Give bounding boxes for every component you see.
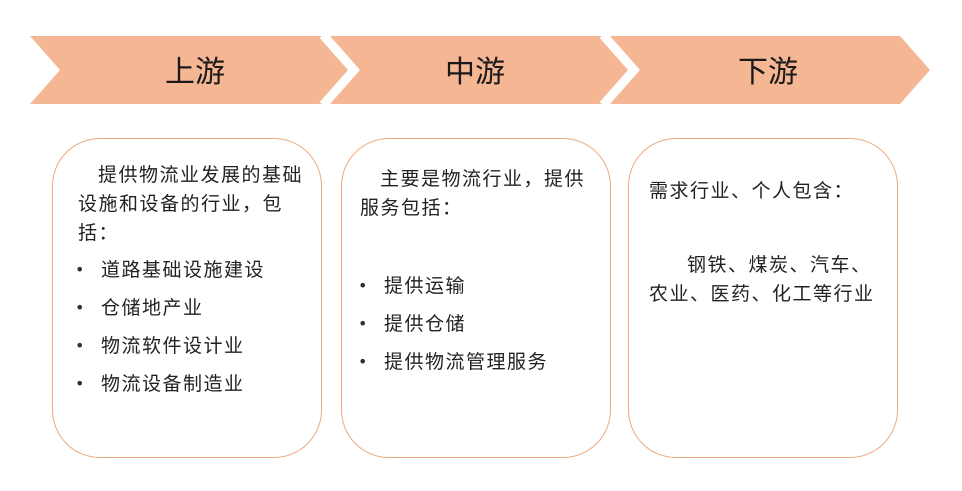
list-item: 物流软件设计业: [75, 327, 315, 365]
list-item: 仓储地产业: [75, 289, 315, 327]
downstream-intro: 需求行业、个人包含：: [649, 180, 855, 202]
upstream-chevron: [30, 36, 352, 104]
list-item: 道路基础设施建设: [75, 251, 315, 289]
midstream-intro: 主要是物流行业，提供服务包括：: [360, 168, 586, 219]
midstream-list: 提供运输 提供仓储 提供物流管理服务: [358, 267, 603, 381]
stage-title-upstream: 上游: [165, 55, 225, 90]
stage-title-downstream: 下游: [738, 55, 798, 90]
list-item: 提供仓储: [358, 305, 603, 343]
midstream-card: 主要是物流行业，提供服务包括： 提供运输 提供仓储 提供物流管理服务: [341, 138, 611, 458]
downstream-card: 需求行业、个人包含： 钢铁、煤炭、汽车、农业、医药、化工等行业: [628, 138, 898, 458]
list-item: 物流设备制造业: [75, 365, 315, 403]
list-item: 提供物流管理服务: [358, 343, 603, 381]
upstream-card: 提供物流业发展的基础设施和设备的行业，包括： 道路基础设施建设 仓储地产业 物流…: [52, 138, 322, 458]
upstream-list: 道路基础设施建设 仓储地产业 物流软件设计业 物流设备制造业: [75, 251, 315, 403]
midstream-chevron: [330, 36, 632, 104]
list-item: 提供运输: [358, 267, 603, 305]
downstream-detail: 钢铁、煤炭、汽车、农业、医药、化工等行业: [649, 254, 875, 305]
stage-title-midstream: 中游: [445, 55, 505, 90]
downstream-chevron: [610, 36, 930, 104]
upstream-intro: 提供物流业发展的基础设施和设备的行业，包括：: [78, 164, 304, 244]
